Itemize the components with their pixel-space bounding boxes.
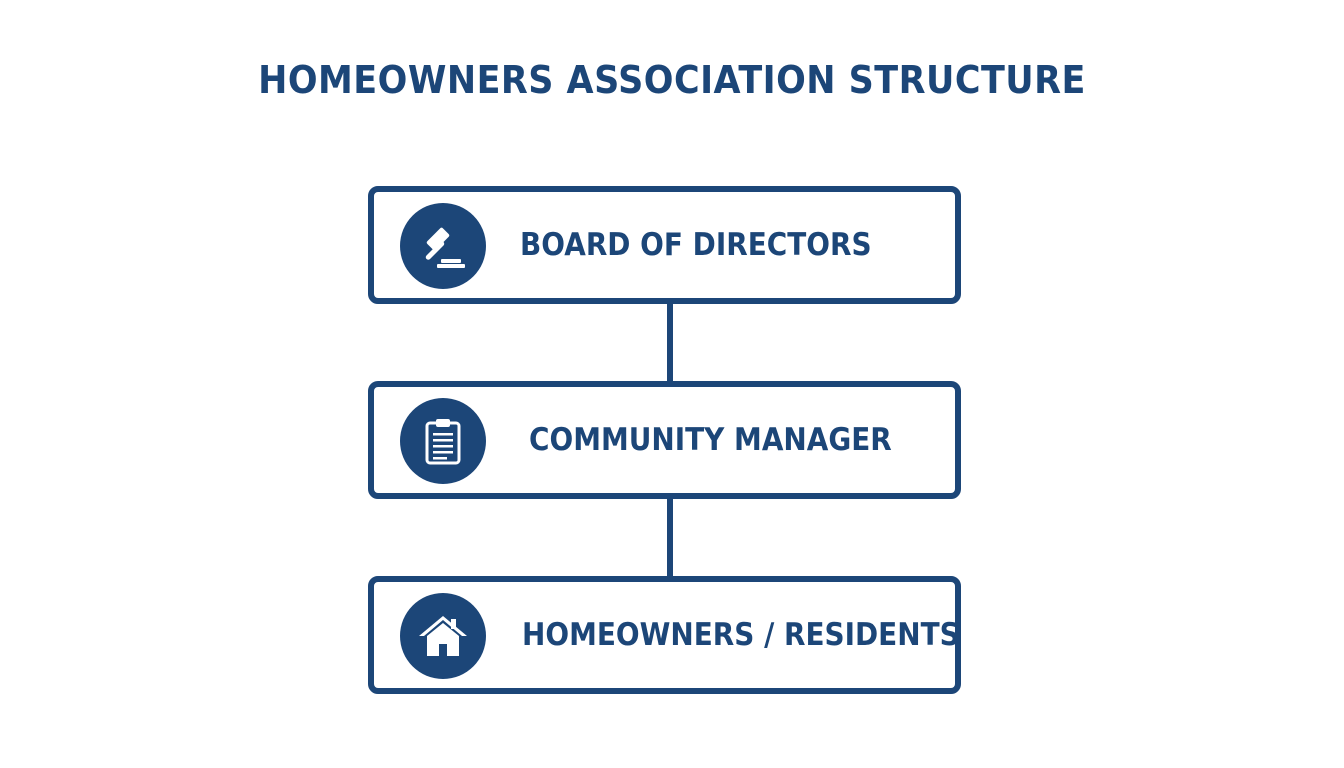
house-icon xyxy=(400,593,486,679)
node-label: COMMUNITY MANAGER xyxy=(529,422,892,458)
node-community-manager: COMMUNITY MANAGER xyxy=(368,381,961,499)
connector-manager-to-homeowners xyxy=(667,499,673,576)
gavel-icon xyxy=(400,203,486,289)
node-label: BOARD OF DIRECTORS xyxy=(520,227,872,263)
clipboard-icon xyxy=(400,398,486,484)
connector-board-to-manager xyxy=(667,304,673,381)
node-label: HOMEOWNERS / RESIDENTS xyxy=(522,617,960,653)
node-board-of-directors: BOARD OF DIRECTORS xyxy=(368,186,961,304)
node-homeowners-residents: HOMEOWNERS / RESIDENTS xyxy=(368,576,961,694)
diagram-title: HOMEOWNERS ASSOCIATION STRUCTURE xyxy=(258,58,1086,102)
